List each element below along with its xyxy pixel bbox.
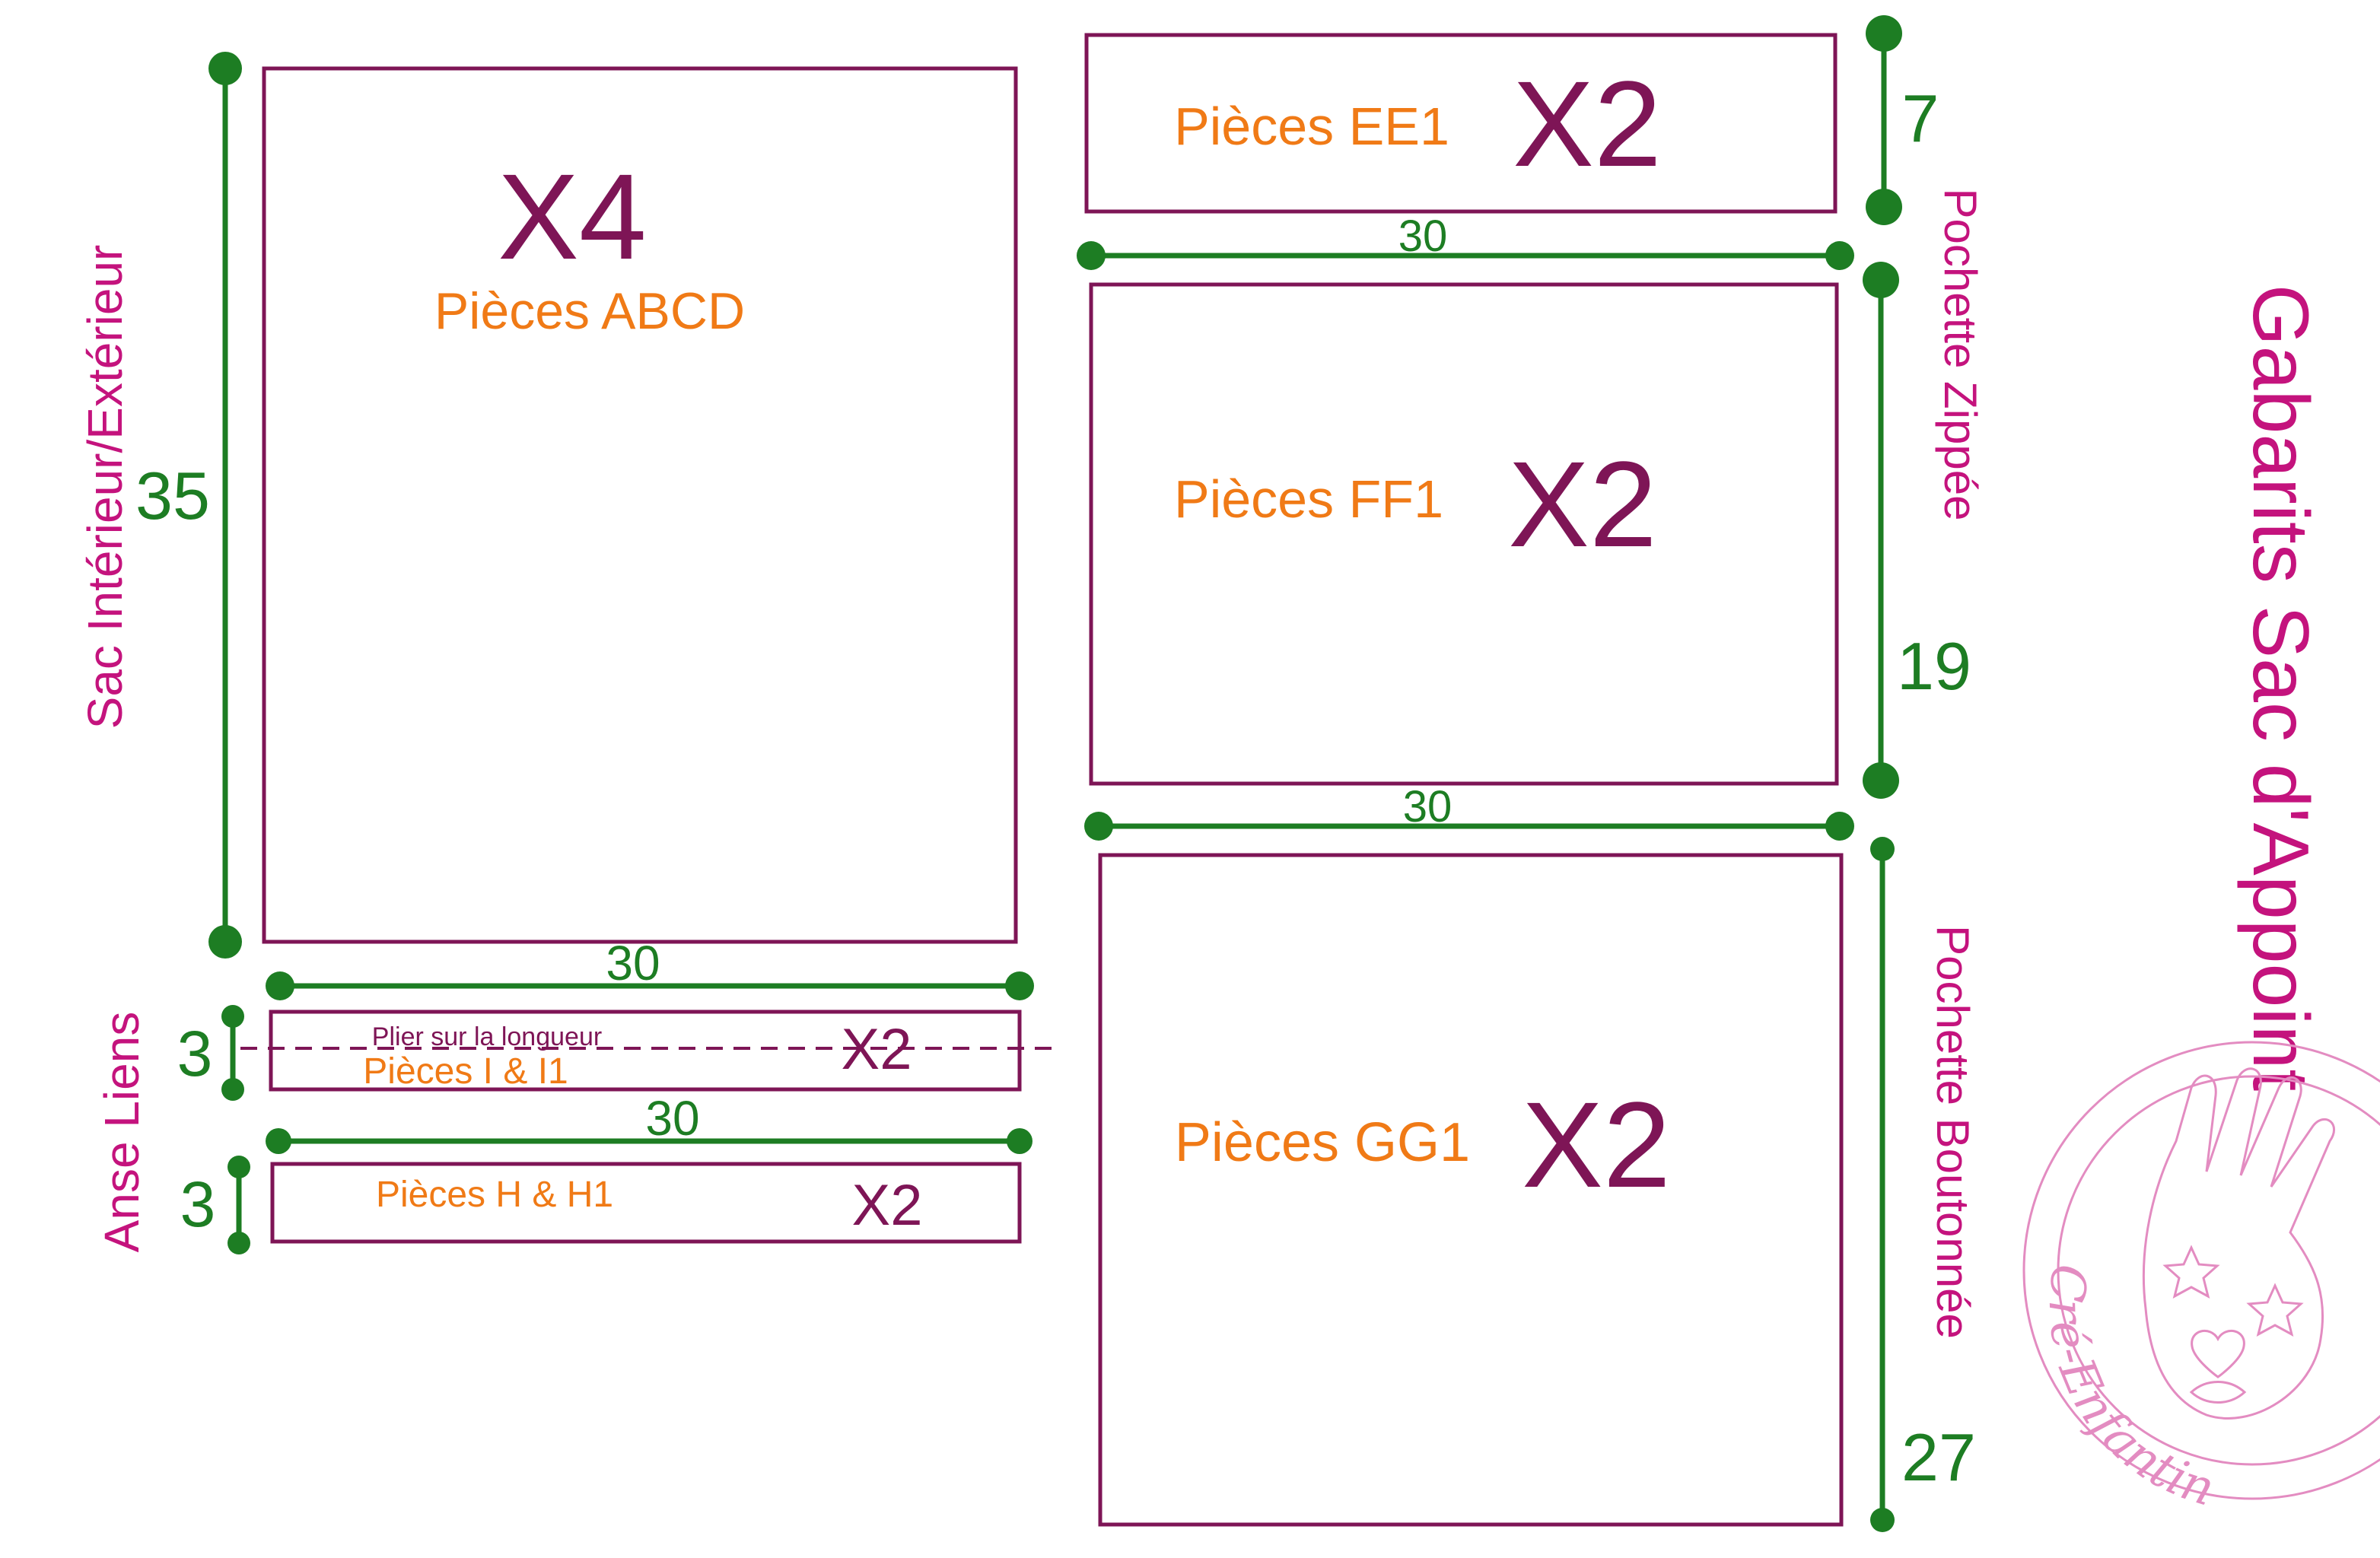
section-label-sac: Sac Intérieur/Extérieur <box>78 245 132 730</box>
piece-gg1-label: Pièces GG1 <box>1175 1112 1470 1173</box>
section-label-anse: Anse Liens <box>94 1012 149 1253</box>
section-label-pochette-zippee: Pochette Zippée <box>1935 189 1986 521</box>
piece-ee1-count: X2 <box>1513 56 1662 192</box>
piece-gg1-outline <box>1098 853 1844 1527</box>
ff1-width-value: 30 <box>1398 211 1448 261</box>
piece-i-fold-note: Plier sur la longueur <box>372 1022 602 1051</box>
ee1-height-dot-bottom <box>1866 189 1902 225</box>
abcd-height-value: 35 <box>135 458 210 533</box>
piece-ee1-outline <box>1084 33 1838 214</box>
piece-i-outline <box>269 1010 1022 1092</box>
stamp-inner-ring <box>2057 1075 2380 1466</box>
gg1-width-dot-left <box>1084 812 1113 841</box>
i-width-dot-right <box>1007 1128 1032 1154</box>
gg1-height-dot-bottom <box>1870 1508 1895 1532</box>
piece-ff1-outline <box>1089 282 1839 786</box>
piece-h-outline <box>270 1162 1022 1244</box>
stamp-hand-shape <box>2142 1067 2335 1420</box>
i-width-dot-left <box>266 1128 291 1154</box>
piece-ff1-count: X2 <box>1508 436 1657 572</box>
abcd-width-dot-left <box>266 971 294 1000</box>
ee1-height-dot-top <box>1866 15 1902 52</box>
piece-abcd-count: X4 <box>498 148 647 285</box>
abcd-height-dot-top <box>208 52 242 85</box>
piece-i-count: X2 <box>842 1017 912 1082</box>
ff1-height-value: 19 <box>1897 628 1971 704</box>
piece-h-count: X2 <box>852 1173 923 1238</box>
hand-stamp-icon: Cré-Enfantin <box>2022 1041 2380 1518</box>
piece-gg1-count: X2 <box>1522 1076 1671 1213</box>
i-height-value: 3 <box>177 1018 213 1089</box>
ff1-height-dot-bottom <box>1863 762 1899 799</box>
h-height-value: 3 <box>180 1168 216 1240</box>
piece-abcd-outline <box>262 66 1018 944</box>
piece-ee1-label: Pièces EE1 <box>1174 97 1449 156</box>
h-height-dot-bottom <box>228 1232 250 1254</box>
i-width-value: 30 <box>645 1091 699 1146</box>
i-height-dot-bottom <box>221 1078 244 1101</box>
stamp-star-right <box>2246 1283 2304 1337</box>
stamp-outer-ring <box>2022 1041 2380 1500</box>
h-height-dot-top <box>228 1156 250 1178</box>
piece-i-label: Pièces I & I1 <box>363 1051 568 1092</box>
gg1-width-value: 30 <box>1403 782 1452 831</box>
ff1-width-dot-right <box>1825 241 1854 270</box>
gg1-height-dot-top <box>1870 837 1895 861</box>
ee1-height-value: 7 <box>1902 81 1939 156</box>
i-height-dot-top <box>221 1005 244 1028</box>
abcd-height-dot-bottom <box>208 925 242 959</box>
gg1-height-value: 27 <box>1901 1420 1976 1495</box>
gg1-width-dot-right <box>1825 812 1854 841</box>
piece-h-label: Pièces H & H1 <box>376 1175 613 1215</box>
piece-ff1-label: Pièces FF1 <box>1174 469 1443 529</box>
page-title: Gabarits Sac d'Appoint <box>2236 285 2324 1092</box>
ff1-width-dot-left <box>1077 241 1106 270</box>
ff1-height-dot-top <box>1863 262 1899 298</box>
piece-abcd-label: Pièces ABCD <box>434 282 745 340</box>
stamp-star-left <box>2162 1245 2220 1299</box>
stamp-heart <box>2191 1330 2245 1378</box>
stamp-lips <box>2189 1381 2247 1404</box>
section-label-pochette-boutonnee: Pochette Boutonnée <box>1927 925 1978 1339</box>
abcd-width-dot-right <box>1005 971 1034 1000</box>
abcd-width-value: 30 <box>606 936 660 990</box>
